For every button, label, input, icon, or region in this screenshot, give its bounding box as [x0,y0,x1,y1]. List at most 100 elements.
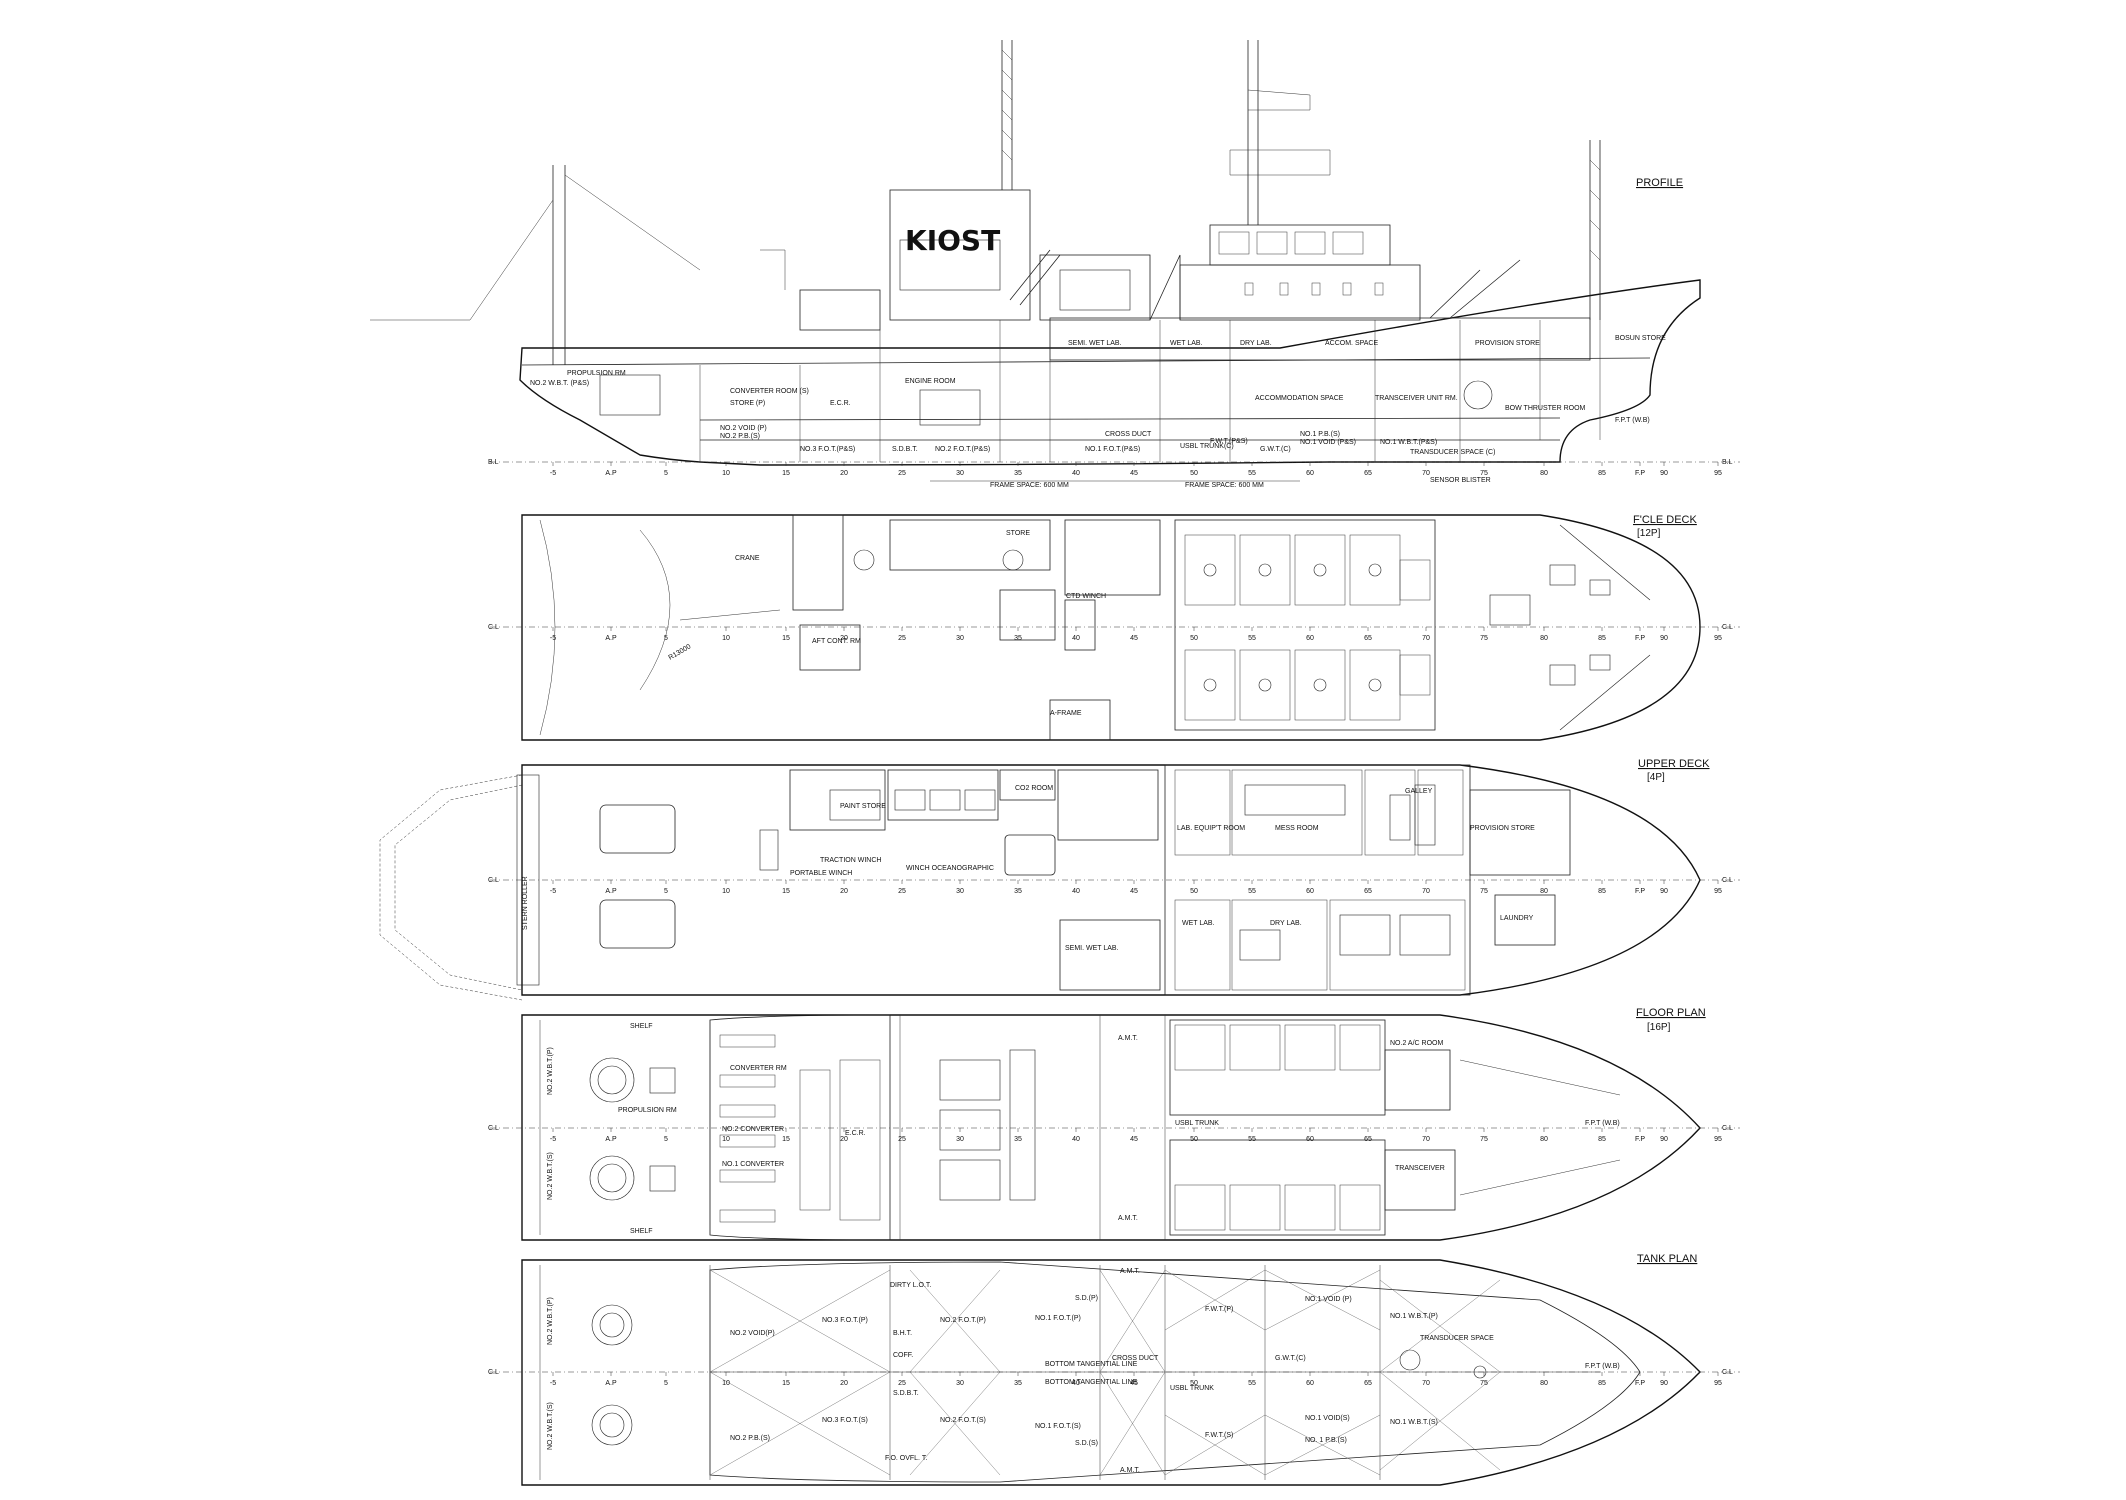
svg-text:TRANSCEIVER: TRANSCEIVER [1395,1165,1445,1172]
svg-text:NO.2 CONVERTER: NO.2 CONVERTER [722,1126,784,1133]
svg-text:ACCOMMODATION SPACE: ACCOMMODATION SPACE [1255,395,1344,402]
frame-number: 10 [722,1136,730,1143]
frame-number: 95 [1714,888,1722,895]
frame-number: 40 [1072,1136,1080,1143]
svg-text:LAB. EQUIP'T ROOM: LAB. EQUIP'T ROOM [1177,825,1245,832]
frame-number: 55 [1248,470,1256,477]
frame-number: 85 [1598,1380,1606,1387]
svg-text:AFT CONT. RM: AFT CONT. RM [812,638,861,645]
tank-cl-right: C.L [1722,1369,1733,1376]
profile-title: PROFILE [1636,177,1683,189]
svg-text:NO.2 F.O.T.(P&S): NO.2 F.O.T.(P&S) [935,446,990,453]
svg-text:NO.2 W.B.T.(P): NO.2 W.B.T.(P) [547,1297,554,1345]
tank-title: TANK PLAN [1637,1253,1697,1265]
svg-text:PROPULSION RM: PROPULSION RM [567,370,626,377]
frame-number: 10 [722,1380,730,1387]
svg-text:NO. 1 P.B.(S): NO. 1 P.B.(S) [1305,1437,1347,1444]
svg-text:BOTTOM TANGENTIAL LINE: BOTTOM TANGENTIAL LINE [1045,1361,1138,1368]
fcle-cabins [1184,534,1431,721]
svg-text:NO.1 P.B.(S): NO.1 P.B.(S) [1300,431,1340,438]
frame-number: 15 [782,888,790,895]
frame-number: 5 [664,888,668,895]
svg-text:NO.2 VOID (P): NO.2 VOID (P) [720,425,767,432]
frame-number: A.P [605,1380,617,1387]
frame-number: 60 [1306,888,1314,895]
frame-number: 20 [840,1136,848,1143]
svg-text:TRACTION WINCH: TRACTION WINCH [820,857,881,864]
frame-number: 30 [956,1136,964,1143]
frame-number: 65 [1364,1136,1372,1143]
fcle-room-labels: STORE CRANE AFT CONT. RM A-FRAME CTD WIN… [668,530,1107,717]
frame-number: 60 [1306,1380,1314,1387]
svg-text:DRY LAB.: DRY LAB. [1270,920,1302,927]
svg-text:WET LAB.: WET LAB. [1182,920,1215,927]
frame-number: 75 [1480,888,1488,895]
frame-number: 70 [1422,470,1430,477]
svg-text:WET LAB.: WET LAB. [1170,340,1203,347]
stern-platform [379,774,523,1001]
svg-text:STORE: STORE [1006,530,1030,537]
upper-cl-left: C.L [488,877,499,884]
fcle-sub: [12P] [1637,528,1661,539]
frame-number: F.P [1635,635,1645,642]
svg-text:A.M.T.: A.M.T. [1118,1215,1138,1222]
fcle-cabin-fixtures [1203,563,1382,692]
fcle-title: F'CLE DECK [1633,514,1697,526]
svg-text:NO.2 W.B.T.(S): NO.2 W.B.T.(S) [547,1152,554,1200]
svg-text:F.P.T (W.B): F.P.T (W.B) [1585,1120,1620,1127]
svg-text:PROVISION STORE: PROVISION STORE [1470,825,1535,832]
floor-plan-view: FLOOR PLAN [16P] [488,1007,1740,1241]
svg-text:S.D.B.T.: S.D.B.T. [893,1390,919,1397]
svg-text:E.C.R.: E.C.R. [845,1130,866,1137]
frame-number: 85 [1598,470,1606,477]
frame-number: 95 [1714,1380,1722,1387]
svg-text:NO.2 A/C ROOM: NO.2 A/C ROOM [1390,1040,1443,1047]
floor-converter-shelves [719,1034,881,1223]
bl-right: B.L [1722,459,1733,466]
svg-text:ENGINE ROOM: ENGINE ROOM [905,378,956,385]
frame-number: 95 [1714,635,1722,642]
floor-propulsion-pods [589,1057,676,1201]
frame-number: 95 [1714,1136,1722,1143]
svg-text:NO.1 W.B.T.(P): NO.1 W.B.T.(P) [1390,1313,1438,1320]
profile-machinery [599,239,1493,426]
upper-title: UPPER DECK [1638,758,1710,770]
svg-text:F.O. OVFL. T.: F.O. OVFL. T. [885,1455,927,1462]
svg-text:A.M.T.: A.M.T. [1120,1268,1140,1275]
frame-number: 45 [1130,1136,1138,1143]
svg-text:BOTTOM TANGENTIAL LINE: BOTTOM TANGENTIAL LINE [1045,1379,1138,1386]
floor-sub: [16P] [1647,1022,1671,1033]
svg-text:BOSUN STORE: BOSUN STORE [1615,335,1666,342]
frame-number: 35 [1014,1136,1022,1143]
svg-text:B.H.T.: B.H.T. [893,1330,912,1337]
svg-text:NO.2 VOID(P): NO.2 VOID(P) [730,1330,775,1337]
frame-number: 75 [1480,635,1488,642]
frame-number: 10 [722,888,730,895]
frame-number: 55 [1248,888,1256,895]
frame-number: A.P [605,888,617,895]
frame-number: 85 [1598,888,1606,895]
frame-number: 60 [1306,635,1314,642]
kiost-logo-text: KIOST [905,224,1000,257]
frame-number: 20 [840,1380,848,1387]
svg-text:NO.2 W.B.T.(P): NO.2 W.B.T.(P) [547,1047,554,1095]
svg-text:S.D.(S): S.D.(S) [1075,1440,1098,1447]
frame-number: 15 [782,470,790,477]
svg-text:S.D.B.T.: S.D.B.T. [892,446,918,453]
frame-number: 40 [1072,1380,1080,1387]
upper-fixtures [516,774,1451,986]
frame-number: -5 [550,1380,556,1387]
frame-number: 45 [1130,470,1138,477]
frame-number: 90 [1660,1380,1668,1387]
upper-room-labels: PAINT STORE CO2 ROOM LAB. EQUIP'T ROOM M… [522,785,1535,952]
svg-text:PORTABLE WINCH: PORTABLE WINCH [790,870,852,877]
svg-text:F.W.T.(P&S): F.W.T.(P&S) [1210,438,1248,445]
svg-text:CROSS DUCT: CROSS DUCT [1105,431,1152,438]
frame-number: 75 [1480,1380,1488,1387]
svg-text:A-FRAME: A-FRAME [1050,710,1082,717]
tank-room-labels: NO.2 VOID(P) NO.2 P.B.(S) NO.3 F.O.T.(P)… [547,1268,1620,1474]
